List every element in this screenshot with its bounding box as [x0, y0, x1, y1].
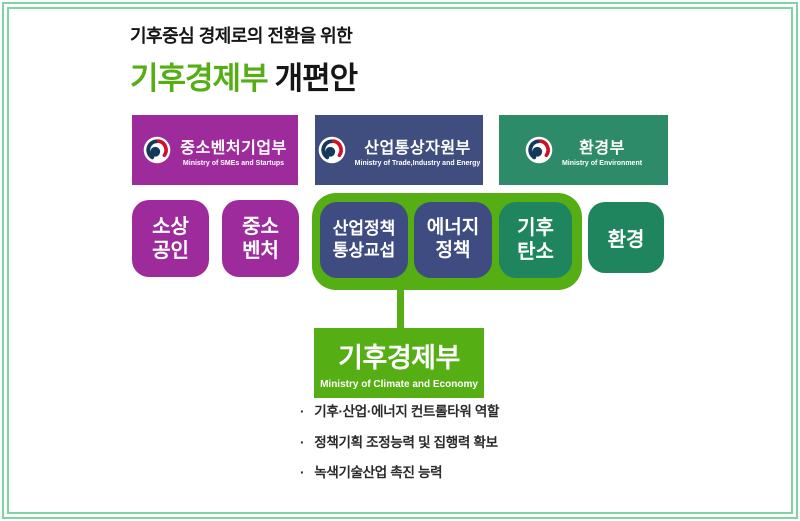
- government-emblem-icon: [525, 136, 553, 164]
- new-ministry-name-ko: 기후경제부: [338, 343, 460, 373]
- ministry-card-smes: 중소벤처기업부 Ministry of SMEs and Startups: [132, 115, 298, 185]
- ministry-name-ko: 환경부: [579, 139, 625, 157]
- function-label-line: 기후: [517, 217, 554, 239]
- function-box-small-business: 소상 공인: [132, 200, 209, 277]
- ministry-text: 중소벤처기업부 Ministry of SMEs and Startups: [180, 134, 287, 167]
- page-title-highlight: 기후경제부: [130, 61, 269, 96]
- bullet-icon: ·: [300, 404, 305, 419]
- government-emblem-icon: [318, 136, 345, 164]
- ministry-name-en: Ministry of Environment: [561, 159, 643, 167]
- bullet-text: 정책기획 조정능력 및 집행력 확보: [314, 434, 498, 450]
- function-label-line: 정책: [435, 240, 471, 261]
- ministry-card-environment: 환경부 Ministry of Environment: [499, 115, 668, 185]
- function-label-line: 벤처: [242, 239, 279, 262]
- function-label-line: 탄소: [517, 241, 554, 263]
- government-emblem-icon: [143, 136, 171, 164]
- function-label-line: 에너지: [426, 217, 480, 239]
- bullet-text: 기후·산업·에너지 컨트롤타워 역할: [314, 404, 500, 419]
- ministry-text: 환경부 Ministry of Environment: [562, 134, 642, 167]
- function-label-line: 중소: [242, 215, 279, 238]
- ministry-text: 산업통상자원부 Ministry of Trade,Industry and E…: [355, 134, 481, 167]
- function-label-line: 통상교섭: [332, 241, 396, 260]
- ministry-name-en: Ministry of SMEs and Startups: [182, 159, 285, 167]
- connector-line: [397, 287, 404, 329]
- ministry-name-ko: 중소벤처기업부: [180, 139, 287, 157]
- new-ministry-name-en: Ministry of Climate and Economy: [320, 379, 478, 390]
- list-item: · 기후·산업·에너지 컨트롤타워 역할: [300, 404, 499, 420]
- function-label-line: 공인: [152, 239, 189, 262]
- function-box-energy-policy: 에너지 정책: [414, 202, 492, 278]
- function-box-industry-trade-policy: 산업정책 통상교섭: [320, 202, 408, 278]
- bullet-icon: ·: [300, 465, 305, 481]
- new-ministry-card: 기후경제부 Ministry of Climate and Economy: [314, 328, 484, 398]
- bullet-text: 녹색기술산업 촉진 능력: [314, 465, 443, 481]
- function-box-climate-carbon: 기후 탄소: [499, 202, 572, 278]
- ministry-name-en: Ministry of Trade,Industry and Energy: [354, 159, 481, 167]
- list-item: · 녹색기술산업 촉진 능력: [300, 465, 499, 481]
- ministry-card-motie: 산업통상자원부 Ministry of Trade,Industry and E…: [315, 115, 483, 185]
- function-label-line: 소상: [152, 215, 189, 238]
- bullet-icon: ·: [300, 434, 305, 450]
- function-box-environment: 환경: [588, 202, 664, 273]
- function-label-line: 산업정책: [332, 218, 396, 238]
- ministry-name-ko: 산업통상자원부: [364, 139, 471, 157]
- function-label-line: 환경: [607, 229, 645, 251]
- page-title-rest: 개편안: [274, 61, 359, 96]
- list-item: · 정책기획 조정능력 및 집행력 확보: [300, 435, 499, 451]
- function-box-sme-venture: 중소 벤처: [222, 200, 299, 277]
- title-subtitle: 기후중심 경제로의 전환을 위한: [130, 26, 353, 46]
- bullet-list: · 기후·산업·에너지 컨트롤타워 역할 · 정책기획 조정능력 및 집행력 확…: [300, 404, 499, 496]
